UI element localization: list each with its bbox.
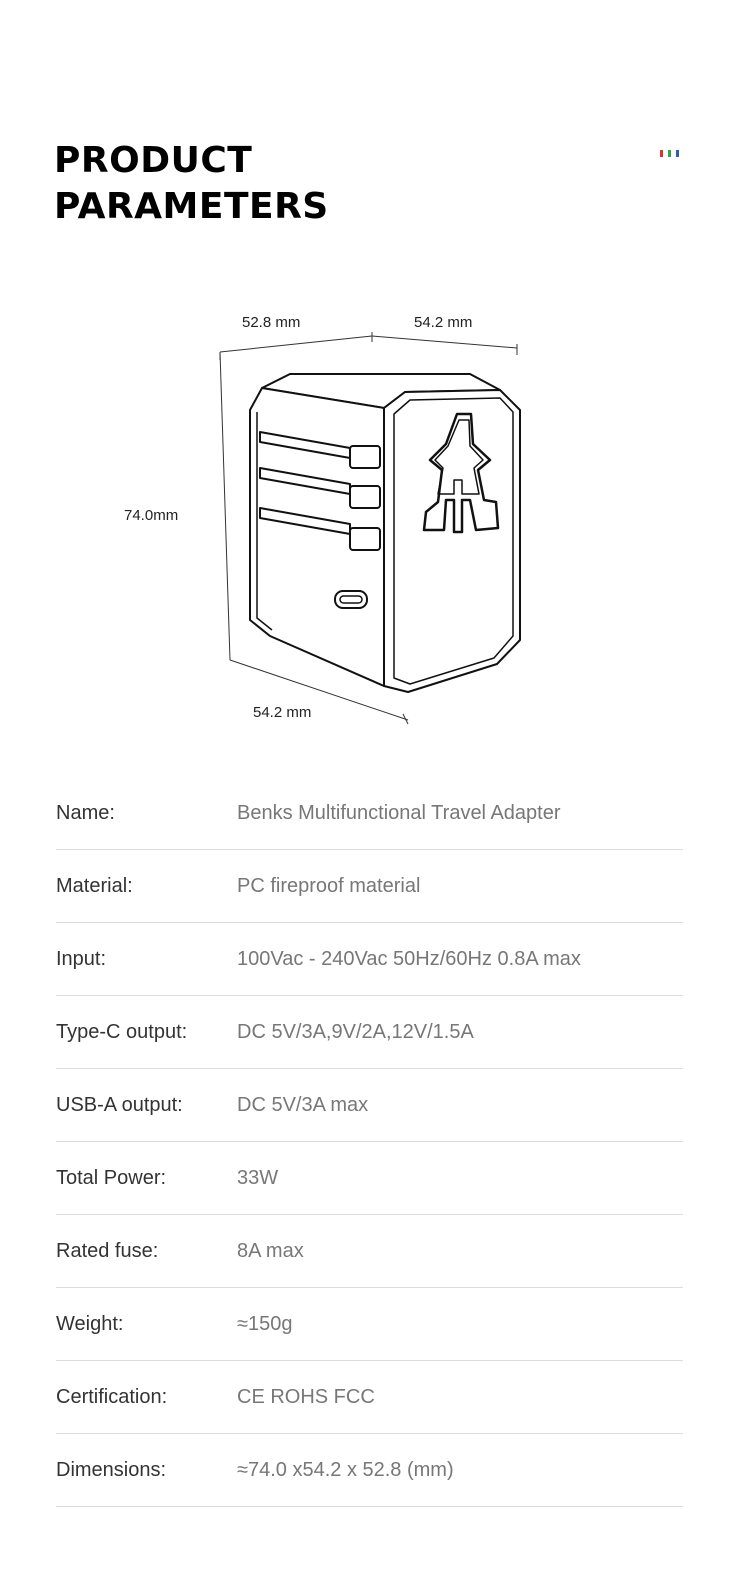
- dim-label-height: 74.0mm: [124, 507, 178, 524]
- parameter-row: Weight: ≈150g: [56, 1289, 683, 1361]
- parameter-value: ≈74.0 x54.2 x 52.8 (mm): [237, 1459, 454, 1481]
- dimension-lines: [219, 332, 518, 725]
- title-line-1: PRODUCT: [54, 140, 253, 181]
- flag-stripe-green: [668, 150, 671, 157]
- parameter-value: 100Vac - 240Vac 50Hz/60Hz 0.8A max: [237, 948, 581, 970]
- parameter-label: Dimensions:: [56, 1459, 167, 1481]
- parameter-value: CE ROHS FCC: [237, 1386, 375, 1408]
- parameter-row: USB-A output: DC 5V/3A max: [56, 1070, 683, 1142]
- parameter-row: Material: PC fireproof material: [56, 851, 683, 923]
- parameter-row: Certification: CE ROHS FCC: [56, 1362, 683, 1434]
- parameter-label: Total Power:: [56, 1167, 167, 1189]
- parameter-row: Rated fuse: 8A max: [56, 1216, 683, 1288]
- parameter-label: Input:: [56, 948, 107, 970]
- parameter-label: Name:: [56, 802, 115, 824]
- parameter-row: Type-C output: DC 5V/3A,9V/2A,12V/1.5A: [56, 997, 683, 1069]
- parameter-value: 8A max: [237, 1240, 304, 1262]
- parameter-label: Certification:: [56, 1386, 168, 1408]
- parameter-label: Rated fuse:: [56, 1240, 159, 1262]
- parameter-row: Total Power: 33W: [56, 1143, 683, 1215]
- dim-label-depth-top: 54.2 mm: [414, 314, 472, 331]
- parameter-label: Weight:: [56, 1313, 124, 1335]
- parameter-table: Name: Benks Multifunctional Travel Adapte…: [56, 778, 683, 1508]
- parameter-value: PC fireproof material: [237, 875, 421, 897]
- parameter-value: 33W: [237, 1167, 279, 1189]
- parameter-value: DC 5V/3A max: [237, 1094, 369, 1116]
- flag-stripe-blue: [676, 150, 679, 157]
- parameter-value: ≈150g: [237, 1313, 293, 1335]
- dim-label-width-top: 52.8 mm: [242, 314, 300, 331]
- parameter-row: Dimensions: ≈74.0 x54.2 x 52.8 (mm): [56, 1435, 683, 1507]
- parameter-label: Material:: [56, 875, 133, 897]
- parameter-row: Input: 100Vac - 240Vac 50Hz/60Hz 0.8A max: [56, 924, 683, 996]
- parameter-value: Benks Multifunctional Travel Adapter: [237, 802, 561, 824]
- adapter-illustration: [249, 373, 521, 693]
- adapter-dimension-diagram: 52.8 mm 54.2 mm 74.0mm 54.2 mm: [124, 314, 521, 725]
- parameter-value: DC 5V/3A,9V/2A,12V/1.5A: [237, 1021, 474, 1043]
- title-line-2: PARAMETERS: [54, 186, 329, 227]
- parameter-label: Type-C output:: [56, 1021, 188, 1043]
- parameter-row: Name: Benks Multifunctional Travel Adapte…: [56, 778, 683, 850]
- flag-icon: [660, 150, 679, 157]
- flag-stripe-red: [660, 150, 663, 157]
- parameter-label: USB-A output:: [56, 1094, 183, 1116]
- dim-label-depth-bottom: 54.2 mm: [253, 704, 311, 721]
- page-title: PRODUCT PARAMETERS: [54, 138, 329, 230]
